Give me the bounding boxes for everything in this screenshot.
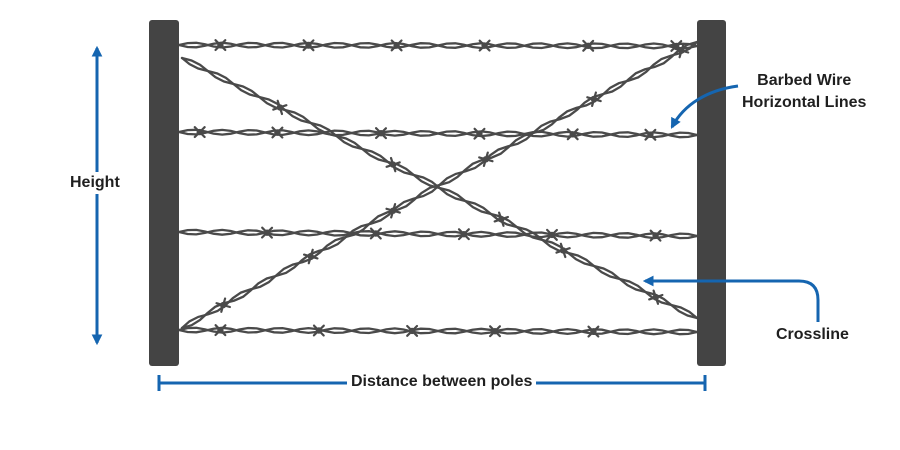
horizontal-wire-2: [177, 126, 699, 141]
barbed-wire-label-line-1: Barbed Wire: [757, 72, 852, 89]
barbed-wire-callout-arrow-icon: [670, 84, 739, 129]
crossline-wire-descending: [180, 56, 699, 320]
horizontal-wire-3: [177, 226, 699, 242]
wire-group: [177, 39, 699, 338]
barbed-wire-label: Barbed Wire Horizontal Lines: [742, 70, 866, 114]
crossline-label: Crossline: [776, 326, 849, 343]
height-label: Height: [70, 172, 120, 194]
horizontal-wire-1: [177, 39, 699, 53]
left-pole: [149, 20, 179, 366]
crossline-wire-ascending: [180, 40, 699, 330]
barbed-wire-label-line-2: Horizontal Lines: [742, 94, 867, 111]
horizontal-wire-4: [177, 324, 699, 338]
crossline-callout-arrow-icon: [642, 275, 820, 322]
right-pole: [697, 20, 726, 366]
distance-label: Distance between poles: [347, 371, 537, 393]
